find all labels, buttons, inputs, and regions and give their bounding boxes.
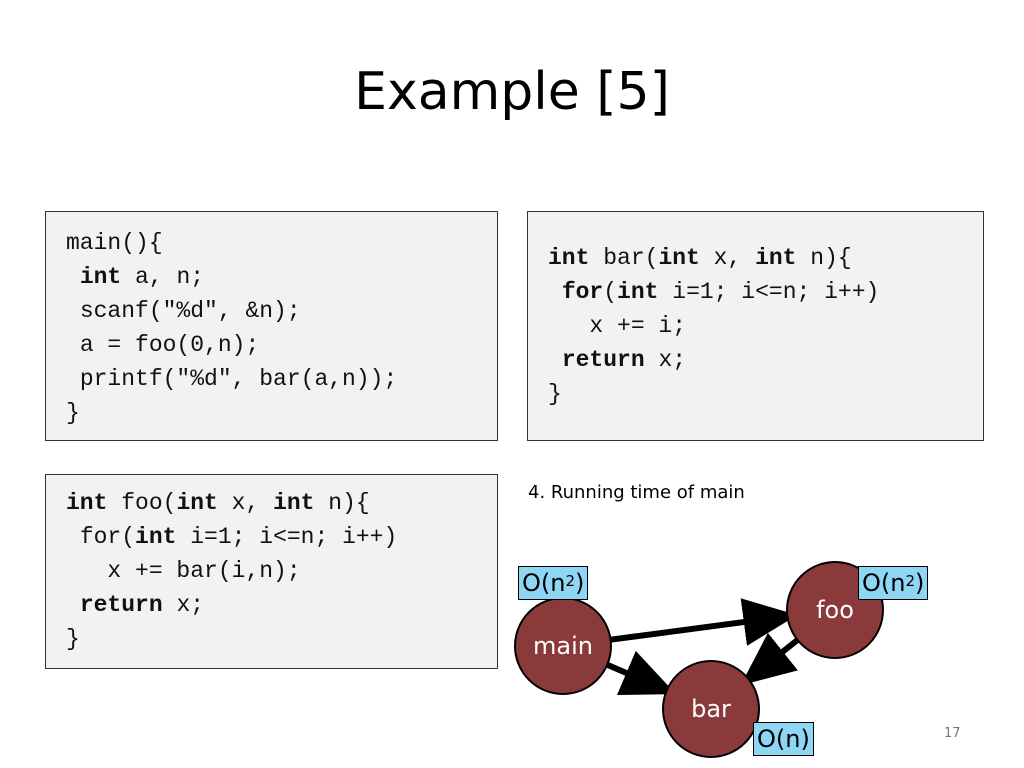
code-text: x += bar(i,n); (107, 558, 301, 584)
code-keyword: int (135, 524, 177, 550)
code-text: i=1; i<=n; i++) (176, 524, 398, 550)
code-line: int a, n; (66, 264, 204, 290)
code-text: main(){ (66, 230, 163, 256)
complexity-base: O(n (862, 569, 906, 597)
code-keyword: int (176, 490, 218, 516)
complexity-label-bar: O(n) (753, 722, 814, 756)
complexity-exponent: 2 (905, 572, 916, 590)
code-line: for(int i=1; i<=n; i++) (548, 279, 880, 305)
code-foo: int foo(int x, int n){ for(int i=1; i<=n… (66, 486, 397, 656)
code-line: int foo(int x, int n){ (66, 490, 370, 516)
code-line: scanf("%d", &n); (66, 298, 301, 324)
code-keyword: int (273, 490, 315, 516)
edge-foo-to-bar (740, 632, 800, 686)
code-line: for(int i=1; i<=n; i++) (66, 524, 397, 550)
code-box-foo: int foo(int x, int n){ for(int i=1; i<=n… (45, 474, 498, 669)
code-line: } (66, 400, 80, 426)
page-number: 17 (944, 726, 961, 741)
code-text: foo( (107, 490, 177, 516)
code-line: x += i; (548, 313, 686, 339)
edge-main-to-foo (610, 598, 798, 646)
code-keyword: int (66, 490, 108, 516)
diagram-caption: 4. Running time of main (528, 482, 745, 503)
code-text: i=1; i<=n; i++) (658, 279, 880, 305)
code-keyword: int (548, 245, 590, 271)
edge-main-to-bar (605, 650, 677, 696)
code-text: x; (644, 347, 687, 373)
code-keyword: for (561, 279, 604, 305)
code-text: a, n; (121, 264, 205, 290)
code-box-main: main(){ int a, n; scanf("%d", &n); a = f… (45, 211, 498, 441)
code-line: return x; (548, 347, 686, 373)
code-text: n){ (796, 245, 852, 271)
code-text: } (66, 626, 80, 652)
code-keyword: int (755, 245, 797, 271)
code-box-bar: int bar(int x, int n){ for(int i=1; i<=n… (527, 211, 984, 441)
code-main: main(){ int a, n; scanf("%d", &n); a = f… (66, 226, 397, 430)
code-line: } (66, 626, 80, 652)
complexity-label-main: O(n2) (518, 566, 589, 600)
code-keyword: return (561, 347, 645, 373)
code-text: for( (79, 524, 136, 550)
code-keyword: int (617, 279, 659, 305)
code-line: int bar(int x, int n){ (548, 245, 852, 271)
code-line: main(){ (66, 230, 163, 256)
code-line: x += bar(i,n); (66, 558, 301, 584)
code-text: x, (699, 245, 756, 271)
node-label-main: main (533, 632, 593, 660)
code-text: a = foo(0,n); (79, 332, 260, 358)
code-text: x += i; (589, 313, 687, 339)
code-text: printf("%d", bar(a,n)); (79, 366, 398, 392)
code-line: printf("%d", bar(a,n)); (66, 366, 397, 392)
complexity-end: ) (575, 569, 585, 597)
code-line: return x; (66, 592, 204, 618)
code-text: scanf("%d", &n); (79, 298, 301, 324)
slide-title: Example [5] (354, 62, 670, 122)
code-text: } (66, 400, 80, 426)
complexity-label-foo: O(n2) (858, 566, 929, 600)
code-text: x, (217, 490, 274, 516)
code-text: ( (603, 279, 618, 305)
code-keyword: int (658, 245, 700, 271)
code-text: x; (162, 592, 205, 618)
node-label-bar: bar (691, 695, 731, 723)
code-bar: int bar(int x, int n){ for(int i=1; i<=n… (548, 241, 879, 411)
complexity-exponent: 2 (565, 572, 576, 590)
complexity-base: O(n (522, 569, 566, 597)
code-text: bar( (589, 245, 659, 271)
complexity-end: ) (915, 569, 925, 597)
node-bar (662, 660, 760, 758)
complexity-base: O(n) (757, 725, 810, 753)
code-keyword: int (79, 264, 122, 290)
code-text: n){ (314, 490, 370, 516)
code-text: } (548, 381, 562, 407)
node-label-foo: foo (816, 596, 854, 624)
code-keyword: return (79, 592, 163, 618)
code-line: } (548, 381, 562, 407)
code-line: a = foo(0,n); (66, 332, 259, 358)
